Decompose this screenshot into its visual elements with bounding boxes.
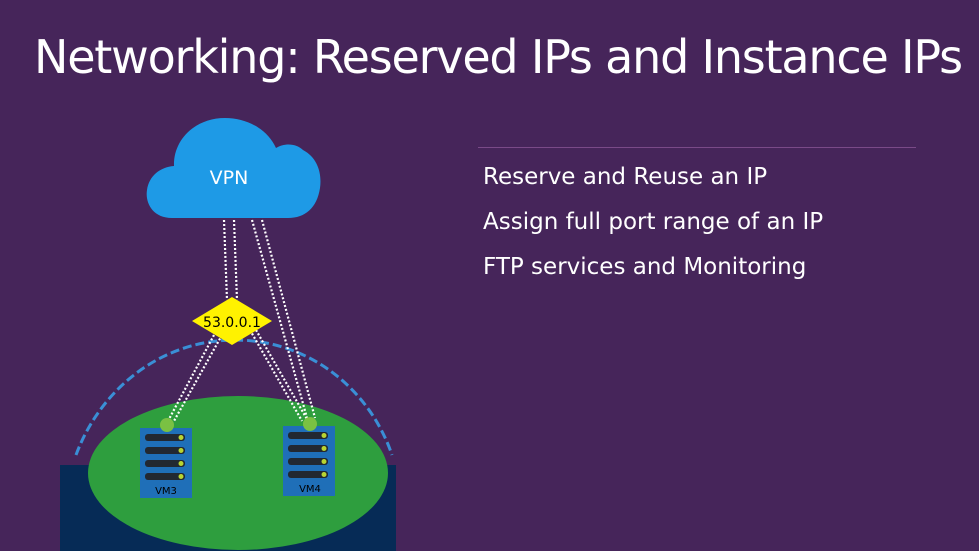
- vm-left-endpoint: [160, 418, 174, 432]
- vm-left: VM3: [140, 418, 192, 498]
- bullet-item: Reserve and Reuse an IP: [483, 164, 768, 190]
- bullet-item: Assign full port range of an IP: [483, 209, 824, 235]
- vm-left-label: VM3: [155, 486, 177, 497]
- cloud-label: VPN: [210, 167, 249, 189]
- vm-right: VM4: [283, 417, 335, 496]
- bullet-item: FTP services and Monitoring: [483, 254, 807, 280]
- vm-right-label: VM4: [299, 484, 321, 495]
- connection-lines: [167, 219, 317, 422]
- vpn-cloud: VPN: [146, 118, 321, 218]
- vm-right-endpoint: [303, 417, 317, 431]
- reserved-ip-gateway: 53.0.0.1: [192, 297, 272, 345]
- virtual-network: [88, 396, 388, 550]
- slide-title: Networking: Reserved IPs and Instance IP…: [34, 30, 963, 84]
- bullet-list: Reserve and Reuse an IP Assign full port…: [483, 165, 823, 300]
- gateway-ip-label: 53.0.0.1: [203, 315, 261, 331]
- divider: [478, 147, 916, 148]
